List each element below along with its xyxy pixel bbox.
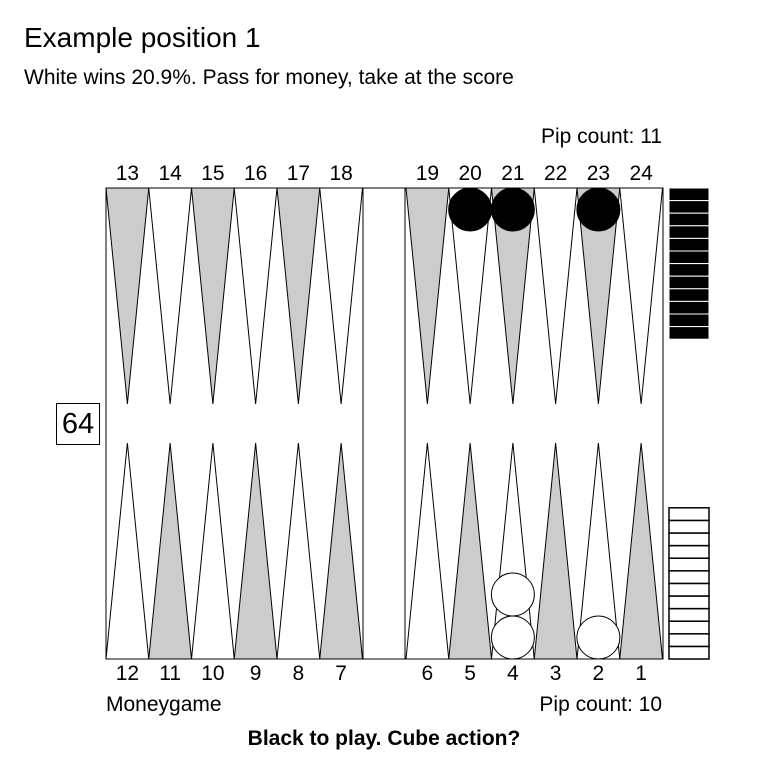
borne-off-black-checker (668, 288, 710, 302)
borne-off-white-checker (668, 595, 710, 610)
point-label: 3 (550, 662, 562, 685)
point-triangle[interactable] (190, 187, 235, 405)
point-triangle[interactable] (405, 442, 450, 660)
point-triangle[interactable] (319, 442, 364, 660)
point-label: 19 (416, 162, 439, 185)
borne-off-black-checker (668, 200, 710, 214)
borne-off-black-checker (668, 237, 710, 252)
checkers (448, 187, 621, 660)
point-triangle[interactable] (533, 442, 578, 660)
borne-off-white-checker (668, 570, 710, 585)
point-label: 8 (293, 662, 305, 685)
point-triangle[interactable] (319, 187, 364, 405)
doubling-cube[interactable]: 64 (56, 403, 100, 445)
borne-off-white-checker (668, 519, 710, 534)
borne-off-white-checker (668, 607, 710, 622)
borne-off-white-checker (668, 532, 710, 547)
point-triangle[interactable] (190, 442, 235, 660)
borne-off-black-checker (668, 300, 710, 315)
point-label: 23 (587, 162, 610, 185)
point-label: 1 (635, 662, 647, 685)
point-label: 5 (464, 662, 476, 685)
point-triangle[interactable] (533, 187, 578, 405)
point-triangle[interactable] (405, 187, 450, 405)
borne-off-black-checker (668, 250, 710, 265)
point-label: 9 (250, 662, 262, 685)
point-label: 17 (287, 162, 310, 185)
borne-off-white-checker (668, 620, 710, 635)
black-checker[interactable] (448, 187, 493, 232)
borne-off-black-checker (668, 263, 710, 277)
borne-off-white-checker (668, 544, 710, 559)
point-label: 24 (629, 162, 653, 185)
point-label: 11 (159, 662, 181, 685)
white-checker[interactable] (576, 615, 621, 660)
borne-off-black-checker (668, 275, 710, 290)
borne-off-white-checker (668, 582, 710, 597)
point-label: 21 (501, 162, 524, 185)
point-triangle[interactable] (105, 187, 150, 405)
board-points (105, 187, 664, 660)
borne-off-trays (668, 187, 710, 660)
home-board-half (404, 187, 664, 660)
outer-board-half (105, 187, 364, 660)
white-checker[interactable] (490, 572, 535, 617)
point-triangle[interactable] (233, 187, 278, 405)
point-triangle[interactable] (233, 442, 278, 660)
position-evaluation: White wins 20.9%. Pass for money, take a… (24, 66, 514, 89)
board-frame (105, 187, 664, 660)
point-label: 15 (201, 162, 224, 185)
point-triangle[interactable] (619, 187, 664, 405)
point-label: 14 (158, 162, 182, 185)
question-caption: Black to play. Cube action? (247, 727, 521, 750)
point-label: 18 (329, 162, 352, 185)
borne-off-black-checker (668, 313, 710, 328)
point-label: 12 (116, 662, 139, 685)
borne-off-black-checker (668, 225, 710, 239)
point-label: 10 (201, 662, 224, 685)
borne-off-black-checker (668, 187, 710, 202)
point-label: 4 (507, 662, 519, 685)
point-triangle[interactable] (105, 442, 150, 660)
position-title: Example position 1 (24, 22, 261, 53)
borne-off-black-checker (668, 212, 710, 227)
borne-off-white-checker (668, 645, 710, 660)
match-info: Moneygame (106, 693, 222, 716)
bar (362, 187, 406, 660)
point-label: 2 (593, 662, 605, 685)
white-checker[interactable] (490, 615, 535, 660)
point-label: 20 (458, 162, 481, 185)
pip-count-white: Pip count: 10 (539, 693, 662, 716)
black-checker[interactable] (576, 187, 621, 232)
point-triangle[interactable] (148, 442, 193, 660)
point-triangle[interactable] (276, 442, 321, 660)
point-triangle[interactable] (448, 442, 493, 660)
point-label: 13 (116, 162, 139, 185)
borne-off-white-checker (668, 557, 710, 572)
borne-off-white-checker (668, 507, 710, 522)
point-triangle[interactable] (276, 187, 321, 405)
borne-off-white-checker (668, 633, 710, 648)
point-label: 22 (544, 162, 567, 185)
point-label: 16 (244, 162, 267, 185)
point-label: 6 (422, 662, 434, 685)
borne-off-black-checker (668, 326, 710, 340)
black-checker[interactable] (490, 187, 535, 232)
pip-count-black: Pip count: 11 (540, 125, 662, 148)
point-triangle[interactable] (148, 187, 193, 405)
point-triangle[interactable] (619, 442, 664, 660)
point-label: 7 (335, 662, 347, 685)
